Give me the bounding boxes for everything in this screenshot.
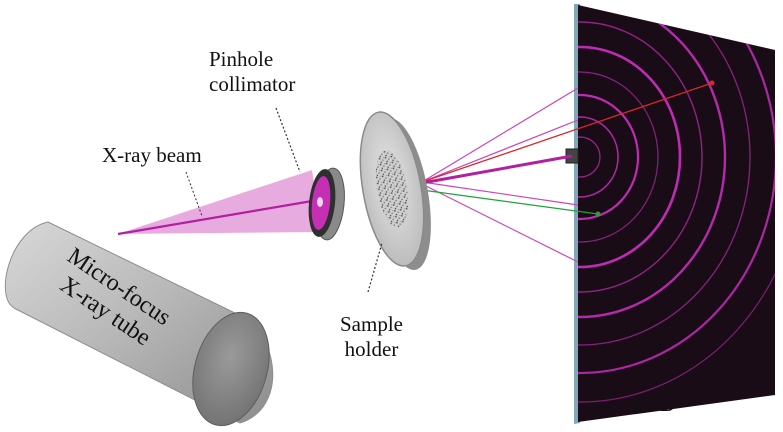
diffracted-rays [421,80,715,263]
ccd-label: CCD [632,392,676,416]
pinhole-collimator [308,167,345,241]
sample-label-line1: Sample [340,312,403,336]
pinhole-label-line2: collimator [209,71,296,96]
x-ray-beam-cone [118,170,322,234]
pinhole-leader-line [275,107,301,173]
x-ray-tube [4,221,274,427]
red-ray [421,82,713,183]
green-ray [421,189,599,215]
sample-holder-label: Sample holder [340,312,403,362]
sample-label-line2: holder [344,336,399,361]
pinhole-collimator-label: Pinhole collimator [209,47,295,97]
sample-leader-line [367,242,383,293]
x-ray-beam-label: X-ray beam [102,143,202,167]
direct-beam [421,154,573,185]
x-ray-beam-core [117,198,319,236]
sample-holder [359,111,431,270]
pinhole-label-line1: Pinhole [209,47,274,71]
